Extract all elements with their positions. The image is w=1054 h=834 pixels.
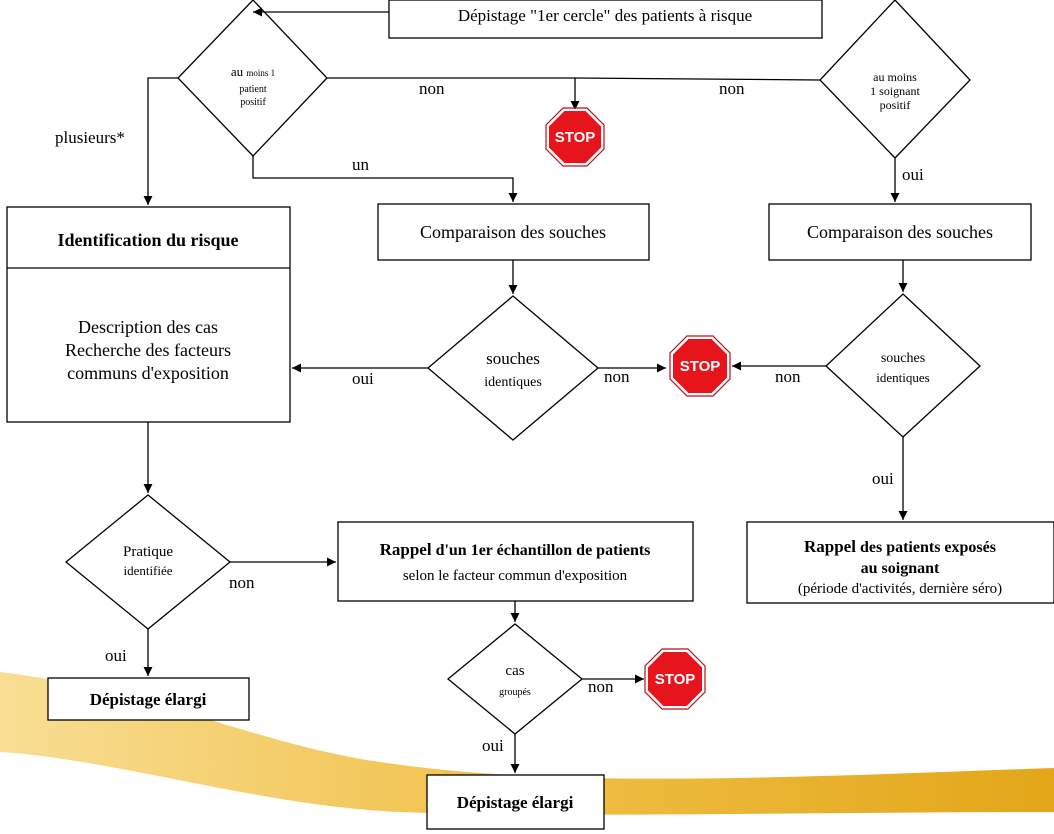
box-compare-strains-left: Comparaison des souches: [377, 203, 650, 261]
diamond-identical-strains-left: souches identiques: [426, 295, 600, 441]
label-one: un: [352, 155, 370, 174]
recall-sample-subtitle: selon le facteur commun d'exposition: [403, 568, 628, 584]
stop-sign-bottom-label: STOP: [655, 671, 696, 688]
decorative-swoosh: [0, 672, 1054, 815]
edge-patient-no: [327, 77, 580, 110]
identical-left-line-2: identiques: [484, 375, 542, 390]
recall-exposed-title-2: au soignant: [861, 560, 940, 577]
stop-sign-top-label: STOP: [555, 129, 596, 146]
diamond-grouped-cases: cas groupés: [446, 623, 584, 735]
label-cluster-no: non: [588, 677, 614, 696]
edge-one: [252, 156, 518, 202]
label-patient-no: non: [419, 79, 445, 98]
compare-strains-right-label: Comparaison des souches: [807, 222, 993, 242]
practice-line-1: Pratique: [123, 544, 173, 560]
recall-sample-title: Rappel d'un 1er échantillon de patients: [380, 540, 651, 559]
edge-several: [143, 77, 178, 205]
identical-right-line-2: identiques: [876, 370, 929, 385]
label-identical-left-no: non: [604, 367, 630, 386]
risk-body-line-3: communs d'exposition: [67, 363, 229, 383]
recall-exposed-subtitle: (période d'activités, dernière séro): [798, 581, 1002, 597]
box-first-circle-screening: Dépistage "1er cercle" des patients à ri…: [388, 0, 823, 39]
label-caregiver-yes: oui: [902, 165, 924, 184]
grouped-cases-line-2: groupés: [499, 687, 531, 698]
label-cluster-yes: oui: [482, 736, 504, 755]
connectors: [143, 7, 908, 773]
extended-screening-left-label: Dépistage élargi: [90, 690, 207, 709]
box-risk-identification: Identification du risque Description des…: [6, 206, 291, 423]
diamond-caregiver-positive: au moins 1 soignant positif: [819, 0, 971, 159]
label-several: plusieurs*: [55, 128, 125, 147]
risk-body-line-1: Description des cas: [78, 317, 218, 337]
label-practice-no: non: [229, 573, 255, 592]
label-identical-right-yes: oui: [872, 469, 894, 488]
identical-left-line-1: souches: [486, 349, 540, 368]
first-circle-screening-label: Dépistage "1er cercle" des patients à ri…: [458, 6, 752, 25]
recall-exposed-title: Rappel des patients exposés: [804, 537, 996, 556]
risk-body-line-2: Recherche des facteurs: [65, 340, 231, 360]
label-identical-left-yes: oui: [352, 369, 374, 388]
box-extended-screening-left: Dépistage élargi: [47, 677, 250, 721]
extended-screening-bottom-label: Dépistage élargi: [457, 793, 574, 812]
patient-positive-line-2: patient: [239, 84, 266, 95]
practice-line-2: identifiée: [123, 563, 172, 578]
box-compare-strains-right: Comparaison des souches: [768, 203, 1032, 261]
patient-positive-line-1: au moins 1: [231, 64, 275, 79]
stop-sign-middle: STOP: [669, 335, 731, 397]
caregiver-positive-line-3: positif: [880, 98, 911, 112]
diamond-practice-identified: Pratique identifiée: [64, 494, 232, 630]
stop-sign-top: STOP: [545, 107, 605, 167]
box-recall-exposed: Rappel des patients exposés au soignant …: [746, 521, 1054, 604]
caregiver-positive-line-2: 1 soignant: [870, 84, 920, 98]
patient-positive-line-3: positif: [240, 97, 266, 108]
label-caregiver-no: non: [719, 79, 745, 98]
stop-sign-bottom: STOP: [644, 648, 706, 710]
diamond-identical-strains-right: souches identiques: [825, 293, 981, 438]
identical-right-line-1: souches: [881, 351, 925, 366]
risk-identification-title: Identification du risque: [57, 230, 238, 250]
edge-caregiver-no: [574, 77, 821, 81]
caregiver-positive-line-1: au moins: [873, 70, 917, 84]
grouped-cases-line-1: cas: [505, 663, 524, 679]
label-identical-right-no: non: [775, 367, 801, 386]
compare-strains-left-label: Comparaison des souches: [420, 222, 606, 242]
diamond-patient-positive: au moins 1 patient positif: [177, 0, 328, 157]
box-extended-screening-bottom: Dépistage élargi: [426, 774, 605, 830]
label-practice-yes: oui: [105, 646, 127, 665]
stop-sign-middle-label: STOP: [680, 358, 721, 375]
box-recall-sample: Rappel d'un 1er échantillon de patients …: [337, 521, 694, 602]
